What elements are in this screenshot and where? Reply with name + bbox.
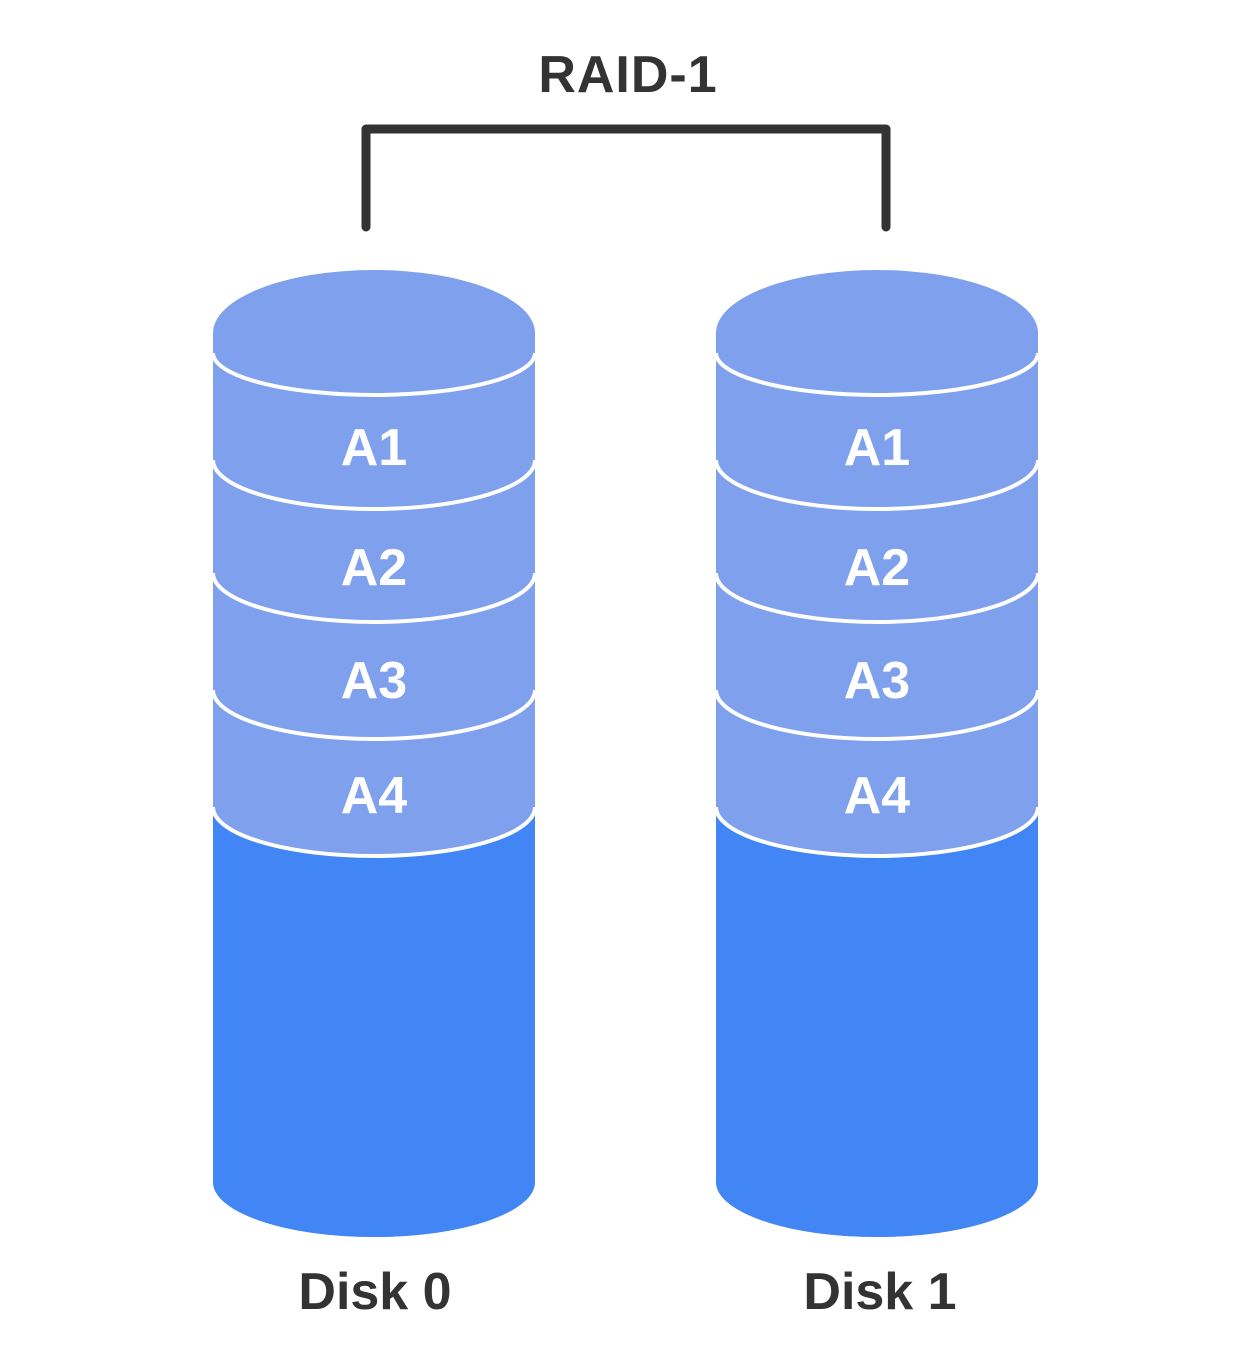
disk-1-platter-divider <box>714 352 1040 397</box>
disk-0-label: Disk 0 <box>298 1263 451 1321</box>
disk-1-cylinder: A1 A2 A3 A4 Disk 1 <box>714 270 1040 1321</box>
disk-0-block-a4: A4 <box>341 767 408 825</box>
disk-1-block-a1: A1 <box>844 419 910 477</box>
disk-1-platter-divider <box>714 459 1040 511</box>
disk-0-platter-divider <box>211 572 537 624</box>
disk-1-platter-divider <box>714 572 1040 624</box>
diagram-title: RAID-1 <box>538 46 717 104</box>
disk-1-block-a3: A3 <box>844 652 910 710</box>
raid-group-bracket <box>361 124 891 232</box>
disk-0-platter-divider <box>211 806 537 858</box>
disk-0-block-a3: A3 <box>341 652 407 710</box>
disk-0-unused-space <box>213 807 535 1237</box>
disk-0-block-a2: A2 <box>341 539 407 597</box>
disk-0-platter-divider <box>211 352 537 397</box>
disk-0-cylinder: A1 A2 A3 A4 Disk 0 <box>211 270 537 1321</box>
disk-0-platter-divider <box>211 689 537 741</box>
disk-1-label: Disk 1 <box>803 1263 956 1321</box>
disk-1-block-a4: A4 <box>844 767 911 825</box>
disk-1-platter-divider <box>714 689 1040 741</box>
disk-0-block-a1: A1 <box>341 419 407 477</box>
disk-0-platter-divider <box>211 459 537 511</box>
disk-1-unused-space <box>716 807 1038 1237</box>
disk-1-platter-divider <box>714 806 1040 858</box>
disk-1-block-a2: A2 <box>844 539 910 597</box>
